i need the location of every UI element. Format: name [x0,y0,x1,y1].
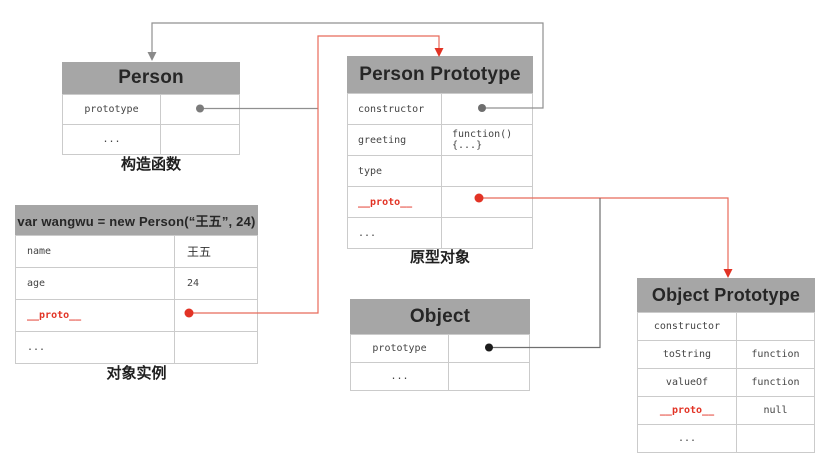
row-value: 王五 [187,245,212,259]
row-key-proto: __proto__ [348,187,442,217]
table-row: type [348,156,532,187]
table-row: toString function [638,341,814,369]
row-key: type [348,156,442,186]
row-key: toString [638,341,737,368]
object-prototype-table: Object Prototype constructor toString fu… [637,278,815,453]
instance-caption: 对象实例 [106,365,167,382]
person-caption: 构造函数 [120,156,181,173]
row-value: 24 [187,278,200,289]
person-prototype-caption: 原型对象 [409,249,470,266]
table-row: valueOf function [638,369,814,397]
table-row: name 王五 [16,236,257,268]
object-prototype-table-body: constructor toString function valueOf fu… [637,312,815,453]
person-table: Person prototype ... [62,62,240,155]
object-table-title: Object [350,299,530,334]
table-row: constructor [348,94,532,125]
arrowhead-down-icon [147,52,157,61]
row-value: function(){...} [452,129,513,151]
row-key: ... [351,363,449,390]
instance-table-body: name 王五 age 24 __proto__ ... [15,235,258,364]
table-row: prototype [63,95,239,125]
object-table: Object prototype ... [350,299,530,391]
object-table-body: prototype ... [350,334,530,391]
row-key: age [16,268,175,299]
table-row: constructor [638,313,814,341]
person-prototype-table: Person Prototype constructor greeting fu… [347,56,533,249]
instance-table: var wangwu = new Person(“王五”, 24) name 王… [15,205,258,364]
row-key: prototype [63,95,161,124]
row-key: name [16,236,175,267]
row-key: constructor [348,94,442,124]
row-key: ... [638,425,737,452]
person-table-title: Person [62,62,240,94]
row-key: greeting [348,125,442,155]
table-row: greeting function(){...} [348,125,532,156]
row-key: constructor [638,313,737,340]
table-row: __proto__ [16,300,257,332]
table-row: prototype [351,335,529,363]
instance-table-title: var wangwu = new Person(“王五”, 24) [15,205,258,235]
row-key-proto: __proto__ [638,397,737,424]
table-row: __proto__ [348,187,532,218]
table-row: ... [63,125,239,155]
row-key: prototype [351,335,449,362]
table-row: ... [348,218,532,249]
table-row: ... [351,363,529,391]
person-prototype-table-title: Person Prototype [347,56,533,93]
person-table-body: prototype ... [62,94,240,155]
row-key: ... [16,332,175,363]
row-key: valueOf [638,369,737,396]
person-prototype-table-body: constructor greeting function(){...} typ… [347,93,533,249]
row-key: ... [63,125,161,154]
row-value: null [763,405,788,416]
row-value: function [751,349,800,360]
table-row: ... [16,332,257,364]
table-row: age 24 [16,268,257,300]
table-row: __proto__ null [638,397,814,425]
object-prototype-table-title: Object Prototype [637,278,815,312]
row-value: function [751,377,800,388]
arrowhead-down-icon [723,269,733,278]
row-key-proto: __proto__ [16,300,175,331]
table-row: ... [638,425,814,453]
row-key: ... [348,218,442,248]
